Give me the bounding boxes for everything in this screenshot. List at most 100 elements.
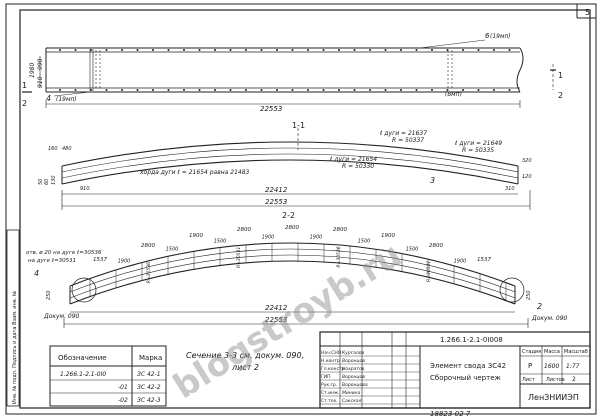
note-line-2: лист 2: [231, 363, 259, 372]
sec22-step-label: 2800: [141, 243, 155, 249]
plan-bolt: [136, 49, 139, 51]
sec22-mark: 2-2: [282, 211, 295, 220]
plan-bolt: [338, 89, 340, 91]
plan-bolt: [462, 89, 464, 91]
plan-bolt: [477, 89, 480, 91]
sec22-sub-label: 1900: [454, 258, 467, 264]
tb-col-mass: Масса: [544, 349, 560, 355]
elev-bottom-note: хорда дуги ℓ = 21654 равна 21483: [139, 169, 250, 176]
plan-bolt: [245, 89, 247, 91]
elev-dim-left-4: 910: [80, 186, 90, 192]
tb-name: Воронцов: [342, 374, 365, 380]
plan-dim-left-a: 990: [37, 58, 44, 70]
tb-description-1: Элемент свода ЗС42: [430, 362, 506, 370]
plan-bolt: [167, 89, 170, 91]
spec-row-1-code: 1.266.1-2.1-0I0: [60, 371, 106, 378]
plan-view: 1980 990 910 22553 4 (19мп) (19мп) 6 (8м…: [22, 32, 563, 113]
plan-bolt: [369, 89, 371, 91]
plan-dim-left-c: 910: [37, 76, 44, 88]
plan-bolt: [229, 49, 232, 51]
sec22-length: 22412: [265, 304, 288, 312]
plan-bolt: [415, 89, 418, 91]
plan-bolt: [276, 49, 278, 51]
plan-bolt: [508, 89, 511, 91]
tb-name: Нохратов: [342, 366, 365, 372]
plan-bolt: [74, 49, 77, 51]
tb-role: Нач.СНО: [321, 350, 342, 356]
sec22-step-label: 1537: [477, 257, 491, 263]
plan-pos-right-note: (8мп): [445, 91, 462, 98]
plan-bolt: [493, 49, 495, 51]
plan-bolt: [136, 89, 139, 91]
sec22-note-left-2: на дуге ℓ=30531: [28, 258, 76, 264]
plan-bolt: [198, 89, 201, 91]
tb-name: Минина: [342, 390, 361, 396]
plan-bolt: [90, 49, 92, 51]
sec22-ribs: [89, 243, 507, 301]
sec22-sub-label: 1900: [118, 259, 131, 265]
tb-role: Рук.гр.: [321, 382, 337, 388]
tb-name: Сакская: [342, 398, 362, 404]
elev-dim-right-2: 120: [522, 174, 532, 180]
plan-section-bottom: 2: [558, 91, 563, 100]
page-number: 5: [585, 8, 590, 17]
plan-bolt: [90, 89, 92, 91]
tb-role: ГИП: [321, 374, 331, 380]
plan-bolt: [369, 49, 371, 51]
tb-sheet-label: Лист: [522, 377, 535, 383]
spec-row-3-code: -02: [118, 397, 128, 404]
note-line-1: Сечение 3-3 см. докум. 090,: [186, 351, 304, 360]
plan-bolt: [260, 49, 263, 51]
sec22-step-label: 1900: [381, 233, 395, 239]
elevation-view: 1-1 ℓ дуги = 21637 R = 50337 ℓ дуги = 21…: [38, 121, 532, 210]
spec-row-2-mark: ЗС 42-2: [137, 384, 161, 391]
sec22-note-left-1: отв. ø 20 на дуге ℓ=30536: [26, 250, 102, 256]
sec22-pos-right: 2: [537, 302, 542, 311]
tb-org: ЛенЗНИИЭП: [528, 393, 579, 402]
plan-bolt: [446, 49, 449, 51]
spec-row-2-code: -01: [118, 384, 128, 391]
tb-role: Ст.тех.: [321, 398, 338, 404]
elev-arc-note-mid-r: R = 50330: [342, 163, 374, 170]
plan-bolt: [229, 89, 232, 91]
spec-table: Обозначение Марка 1.266.1-2.1-0I0 ЗС 42-…: [49, 345, 167, 407]
sec22-pos-left: 4: [34, 269, 39, 278]
sec22-step-label: 2800: [333, 227, 347, 233]
elev-pos-3: 3: [430, 176, 435, 185]
sec22-dakun-right: Докум. 090: [531, 315, 568, 322]
side-stamp-text: Инв. № подл. Подпись и дата Взам. инв. №: [12, 290, 18, 404]
spec-row-1-mark: ЗС 42-1: [137, 371, 161, 378]
tb-name: Воронцова: [342, 382, 368, 388]
tb-name: Воронцов: [342, 358, 365, 364]
tb-bottom-code: 18823-02 7: [430, 410, 471, 418]
plan-bolt: [183, 49, 185, 51]
plan-bolt: [493, 89, 495, 91]
plan-bolt: [431, 49, 433, 51]
elev-length-total: 22553: [265, 198, 287, 206]
plan-bolt: [152, 89, 154, 91]
tb-role: Гл.констр: [321, 366, 345, 372]
plan-bolt: [245, 49, 247, 51]
plan-bolt: [167, 49, 170, 51]
plan-bolt: [353, 89, 356, 91]
inner-frame: [19, 9, 591, 409]
elev-length: 22412: [265, 186, 288, 194]
plan-bolt: [384, 49, 387, 51]
elev-dim-left-v2: 130: [51, 175, 57, 185]
plan-bolt: [59, 89, 61, 91]
plan-bolt: [260, 89, 263, 91]
elev-dim-left-1: 160: [48, 146, 58, 152]
plan-bolt: [307, 89, 309, 91]
plan-bolt: [105, 89, 108, 91]
plan-dim-thickness: (19мп): [490, 33, 511, 40]
plan-bolt: [307, 49, 309, 51]
sec22-dakun-left: Докум. 090: [43, 313, 80, 320]
sec22-length-total: 22553: [265, 316, 287, 324]
plan-bolt: [291, 89, 294, 91]
plan-bolt: [198, 49, 201, 51]
plan-bolt: [508, 49, 511, 51]
